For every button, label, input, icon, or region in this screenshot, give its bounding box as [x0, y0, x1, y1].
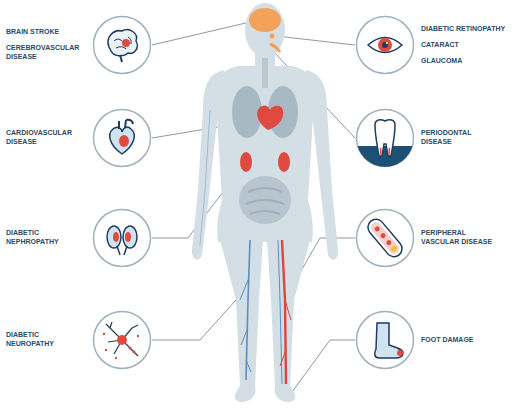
icon-circle: PERIPHERAL VASCULAR DISEASE	[355, 208, 415, 268]
condition-icon	[355, 108, 415, 168]
label-group: BRAIN STROKE CEREBROVASCULAR DISEASE	[6, 28, 86, 61]
condition-label: DIABETIC NEPHROPATHY	[6, 229, 86, 247]
condition-icon	[92, 208, 152, 268]
condition-label: CEREBROVASCULAR DISEASE	[6, 44, 86, 62]
condition-icon	[92, 108, 152, 168]
condition-label: DIABETIC NEUROPATHY	[6, 331, 86, 349]
condition-label: DIABETIC RETINOPATHY	[421, 25, 521, 34]
label-group: PERIODONTAL DISEASE	[421, 129, 491, 147]
body-silhouette	[192, 3, 338, 402]
condition-icon	[355, 310, 415, 370]
icon-circle: BRAIN STROKECEREBROVASCULAR DISEASE	[92, 15, 152, 75]
label-group: DIABETIC NEPHROPATHY	[6, 229, 86, 247]
condition-label: CATARACT	[421, 41, 521, 50]
condition-label: BRAIN STROKE	[6, 28, 86, 37]
condition-label: CARDIOVASCULAR DISEASE	[6, 129, 86, 147]
icon-circle: FOOT DAMAGE	[355, 310, 415, 370]
icon-circle: DIABETIC NEPHROPATHY	[92, 208, 152, 268]
icon-circle: DIABETIC NEUROPATHY	[92, 310, 152, 370]
condition-icon	[355, 15, 415, 75]
condition-label: PERIPHERAL VASCULAR DISEASE	[421, 229, 503, 247]
condition-icon	[92, 310, 152, 370]
condition-label: FOOT DAMAGE	[421, 336, 521, 345]
condition-label: PERIODONTAL DISEASE	[421, 129, 491, 147]
condition-label: GLAUCOMA	[421, 56, 521, 65]
label-group: PERIPHERAL VASCULAR DISEASE	[421, 229, 503, 247]
condition-icon	[92, 15, 152, 75]
icon-circle: CARDIOVASCULAR DISEASE	[92, 108, 152, 168]
label-group: CARDIOVASCULAR DISEASE	[6, 129, 86, 147]
icon-circle: PERIODONTAL DISEASE	[355, 108, 415, 168]
label-group: FOOT DAMAGE	[421, 336, 521, 345]
label-group: DIABETIC RETINOPATHY CATARACT GLAUCOMA	[421, 25, 521, 65]
label-group: DIABETIC NEUROPATHY	[6, 331, 86, 349]
condition-icon	[355, 208, 415, 268]
icon-circle: DIABETIC RETINOPATHYCATARACTGLAUCOMA	[355, 15, 415, 75]
